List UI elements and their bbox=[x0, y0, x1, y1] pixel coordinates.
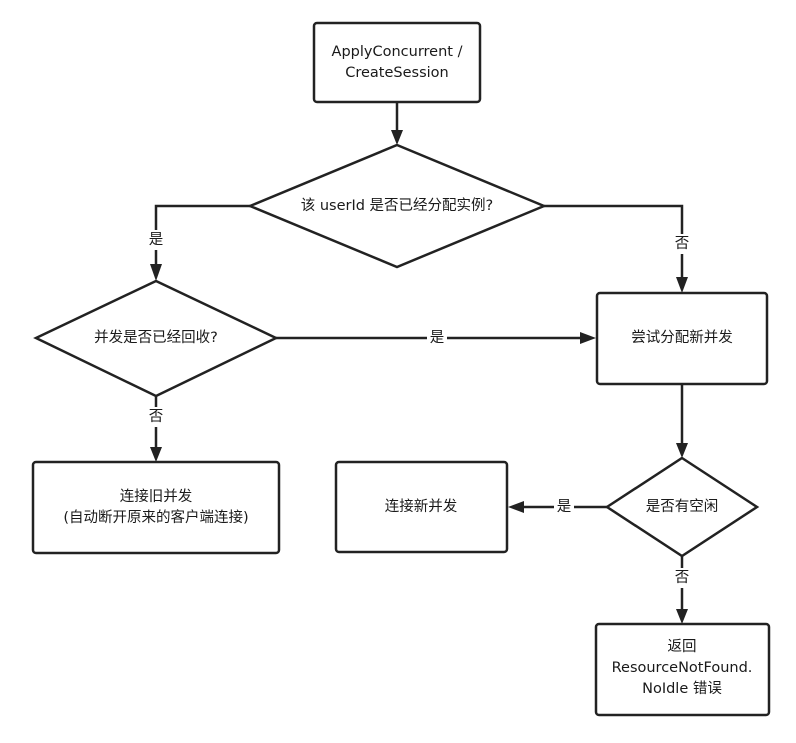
node-return-error-line-3: NoIdle 错误 bbox=[642, 680, 722, 697]
node-return-error-line-2: ResourceNotFound. bbox=[612, 660, 753, 676]
arrowhead bbox=[580, 332, 596, 344]
node-connect-old-line-1: 连接旧并发 bbox=[120, 488, 193, 505]
label-reclaimed-no: 否 bbox=[149, 409, 164, 425]
node-return-error-line-1: 返回 bbox=[668, 638, 697, 655]
node-decision-idle: 是否有空闲 bbox=[604, 456, 760, 558]
node-decision-allocated-text: 该 userId 是否已经分配实例? bbox=[301, 197, 494, 214]
arrowhead bbox=[508, 501, 524, 513]
label-allocated-no: 否 bbox=[675, 236, 690, 252]
node-connect-new-text: 连接新并发 bbox=[385, 498, 458, 515]
node-decision-reclaimed-text: 并发是否已经回收? bbox=[94, 329, 218, 346]
node-start-line-1: ApplyConcurrent / bbox=[332, 44, 463, 60]
node-try-allocate-text: 尝试分配新并发 bbox=[631, 329, 733, 346]
arrowhead bbox=[150, 264, 162, 281]
node-decision-idle-text: 是否有空闲 bbox=[646, 498, 719, 515]
node-try-allocate: 尝试分配新并发 bbox=[595, 291, 769, 386]
label-idle-yes: 是 bbox=[557, 499, 572, 515]
node-return-error: 返回 ResourceNotFound. NoIdle 错误 bbox=[594, 622, 771, 717]
node-connect-old-line-2: (自动断开原来的客户端连接) bbox=[63, 509, 248, 526]
edge-allocated-yes bbox=[154, 204, 250, 268]
arrowhead bbox=[676, 277, 688, 293]
node-connect-new: 连接新并发 bbox=[334, 460, 509, 554]
node-connect-old: 连接旧并发 (自动断开原来的客户端连接) bbox=[31, 460, 281, 555]
edge-allocated-no bbox=[544, 204, 684, 280]
node-start: ApplyConcurrent / CreateSession bbox=[312, 21, 482, 104]
node-decision-reclaimed: 并发是否已经回收? bbox=[33, 279, 279, 398]
arrowhead bbox=[676, 443, 688, 458]
label-idle-no: 否 bbox=[675, 570, 690, 586]
arrowhead bbox=[391, 130, 403, 145]
edge-labels: 是 否 是 否 是 否 bbox=[146, 230, 692, 588]
node-decision-allocated: 该 userId 是否已经分配实例? bbox=[246, 143, 548, 269]
label-reclaimed-yes: 是 bbox=[430, 330, 445, 346]
label-allocated-yes: 是 bbox=[149, 232, 164, 248]
node-start-line-2: CreateSession bbox=[345, 65, 449, 81]
arrowhead bbox=[150, 447, 162, 462]
arrowhead bbox=[676, 609, 688, 624]
